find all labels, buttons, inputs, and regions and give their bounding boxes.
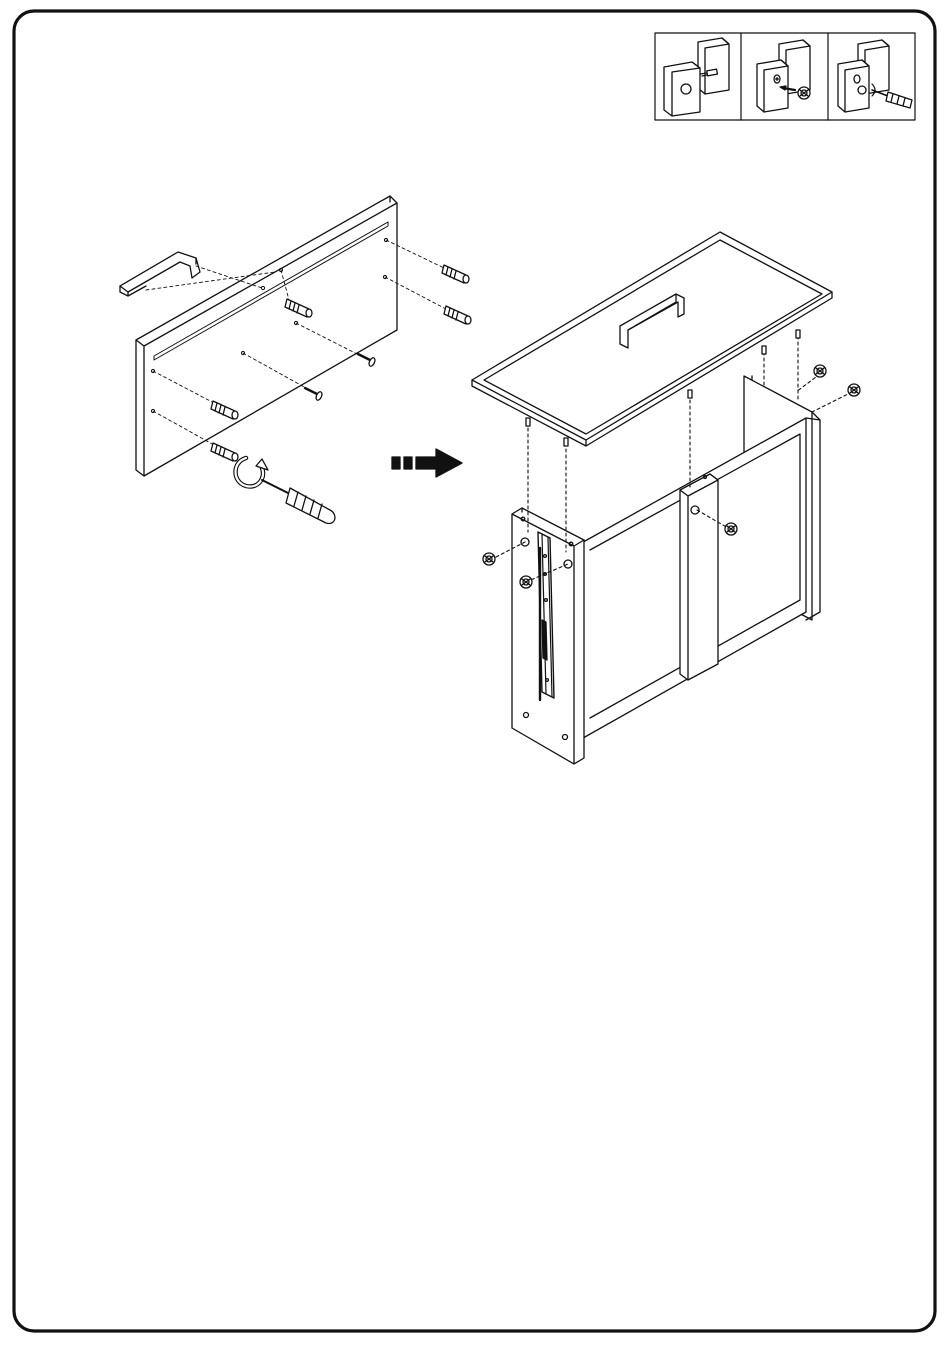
cam-lock-icon (520, 576, 532, 588)
next-step-arrow-icon (392, 449, 462, 477)
screw-icon (358, 354, 376, 367)
step-1-top-panel-assembly (120, 196, 471, 523)
step-2-cabinet-assembly (472, 232, 860, 764)
screwdriver-icon (872, 90, 912, 108)
top-panel-underside (136, 196, 397, 476)
legend-step-tighten-cam-lock (838, 40, 912, 112)
handle-icon (120, 252, 200, 296)
legend-step-insert-cam-lock (757, 40, 810, 112)
screwdriver-icon (262, 480, 335, 523)
cam-lock-icon (848, 384, 860, 396)
cam-lock-icon (483, 553, 495, 565)
rotate-arrow-icon (236, 458, 269, 487)
cam-lock-icon (814, 365, 826, 377)
page-border (14, 11, 935, 1331)
cam-lock-icon (798, 87, 810, 99)
cam-bolt-icon (444, 306, 471, 324)
cam-bolt-icon (211, 443, 238, 461)
legend-panel (655, 33, 915, 120)
screw-icon (305, 388, 323, 401)
legend-step-insert-cam-bolt (664, 38, 729, 116)
middle-divider-panel (680, 474, 718, 680)
cam-bolt-icon (442, 265, 469, 283)
cam-lock-icon (725, 523, 737, 535)
